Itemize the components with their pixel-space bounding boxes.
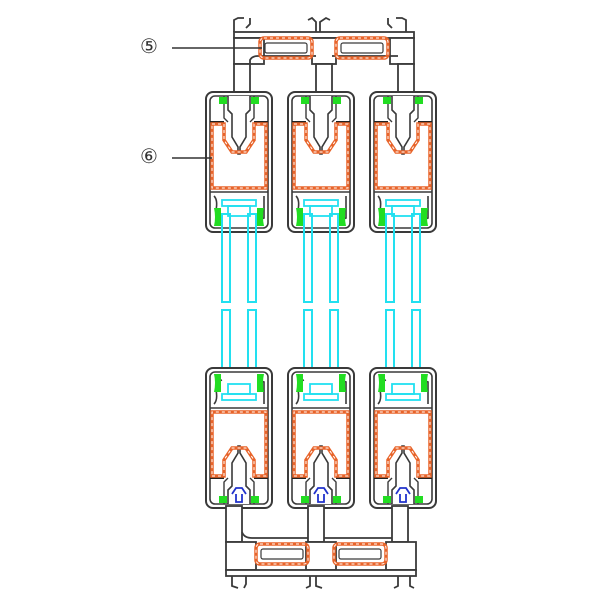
sash-right-bottom <box>368 366 438 510</box>
sash-right-top <box>368 90 438 234</box>
glass-right <box>385 213 421 391</box>
callout-label-5: ⑤ <box>140 34 158 58</box>
sash-left-bottom <box>204 366 274 510</box>
bottom-frame <box>225 505 417 589</box>
glass-middle <box>303 213 339 391</box>
sash-left-top <box>204 90 274 234</box>
brush-seals <box>231 487 411 503</box>
sash-middle-bottom <box>286 366 356 510</box>
sash-middle-top <box>286 90 356 234</box>
glass-left <box>221 213 257 391</box>
top-frame <box>233 16 415 95</box>
callout-label-6: ⑥ <box>140 144 158 168</box>
